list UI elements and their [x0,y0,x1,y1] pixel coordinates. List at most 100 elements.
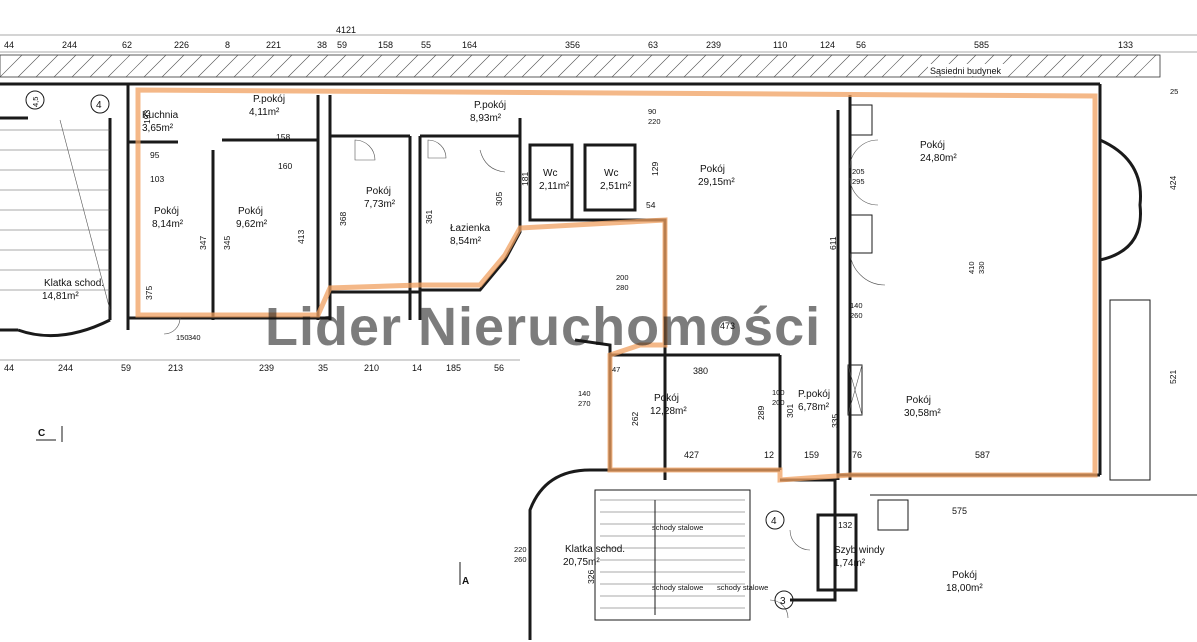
room-ppokoj-1-area: 4,11m² [249,107,280,118]
section-mark-a: A [462,576,469,587]
dim-label: 611 [828,236,838,250]
room-pokoj-6-name: Pokój [654,393,679,404]
room-ppokoj-2-area: 8,93m² [470,113,502,124]
dim-label: 289 [756,406,766,420]
dim-label: 193 [142,110,152,124]
dim-label: 164 [462,40,477,50]
dim-label: 413 [296,230,306,244]
room-lazienka-area: 8,54m² [450,236,482,247]
dim-label: 335 [830,414,840,428]
inner-dimensions: 193 103 95 375 347 345 413 160 158 368 3… [142,87,1178,584]
dim-label: 158 [378,40,393,50]
dim-label: 356 [565,40,580,50]
axis-markers: 4,5 4 4 3 C A [25,90,794,610]
room-ppokoj-3-area: 6,78m² [798,402,830,413]
dim-label: 124 [820,40,835,50]
dim-label: 226 [174,40,189,50]
dim-label: 262 [630,412,640,426]
dim-label: 8 [225,40,230,50]
dim-label: 47 [612,365,620,374]
walls [0,82,1197,640]
room-wc-1-area: 2,11m² [539,181,570,192]
dim-label: 129 [650,162,660,176]
dim-label: 220 [514,545,527,554]
stair-label: schody stalowe [717,583,768,592]
dim-label: 54 [646,200,656,210]
apartment-outline [135,87,1098,483]
dim-label: 210 [364,363,379,373]
dim-label: 59 [337,40,347,50]
stairwell-2-area: 20,75m² [563,557,600,568]
segment-dimensions: 380 473 575 427 12 159 76 587 [684,321,990,516]
neighbor-building-strip: Sąsiedni budynek [0,54,1161,78]
dim-label: 59 [121,363,131,373]
dim-label: 14 [412,363,422,373]
dim-label: 585 [974,40,989,50]
stair-label: schody stalowe [652,583,703,592]
room-wc-2-name: Wc [604,168,618,179]
room-pokoj-6-area: 12,28m² [650,406,687,417]
stair-treads-bottom [600,499,745,615]
room-kuchnia-area: 3,65m² [142,123,174,134]
dim-label: 76 [852,450,862,460]
dim-label: 587 [975,450,990,460]
room-kuchnia-name: Kuchnia [142,110,179,121]
stair-treads-left [0,119,111,311]
dim-label: 63 [648,40,658,50]
axis-mark-4-5: 4,5 [31,97,40,107]
stairwell-1-name: Klatka schod. [44,278,104,289]
dim-label: 220 [648,117,661,126]
room-wc-1-name: Wc [543,168,557,179]
row2-dimension-line: 44 244 59 213 239 35 210 14 185 56 [0,359,520,373]
dim-label: 361 [424,210,434,224]
room-pokoj-7-name: Pokój [906,395,931,406]
axis-mark-3: 3 [780,596,786,607]
room-pokoj-1-name: Pokój [154,206,179,217]
room-pokoj-4-area: 29,15m² [698,177,735,188]
dim-label: 368 [338,212,348,226]
dim-label: 473 [720,321,735,331]
room-pokoj-8-name: Pokój [952,570,977,581]
dim-label: 575 [952,506,967,516]
dim-label: 424 [1168,176,1178,190]
dim-label: 159 [804,450,819,460]
dim-label: 150 [176,333,189,342]
dim-label: 44 [4,363,14,373]
dim-label: 295 [852,177,865,186]
dim-label: 200 [772,398,785,407]
dim-label: 140 [850,301,863,310]
room-pokoj-7-area: 30,58m² [904,408,941,419]
dim-label: 305 [494,192,504,206]
top-dimension-lines: 4121 44 244 62 226 8 221 38 59 158 55 16… [0,25,1197,53]
dim-label: 380 [693,366,708,376]
dim-label: 410 [967,261,976,274]
room-pokoj-4-name: Pokój [700,164,725,175]
dim-label: 55 [421,40,431,50]
dim-label: 244 [62,40,77,50]
dim-label: 132 [838,520,852,530]
room-pokoj-3-name: Pokój [366,186,391,197]
dim-label: 521 [1168,370,1178,384]
dim-label: 345 [222,236,232,250]
stairwell-1-area: 14,81m² [42,291,79,302]
dim-label: 25 [1170,87,1178,96]
room-pokoj-5-name: Pokój [920,140,945,151]
dim-label: 90 [648,107,656,116]
dim-label: 12 [764,450,774,460]
dim-label: 347 [198,236,208,250]
dim-label: 103 [150,174,164,184]
dim-label: 56 [856,40,866,50]
dim-label: 301 [785,404,795,418]
stair-labels: schody stalowe schody stalowe schody sta… [652,523,768,592]
dim-label: 160 [278,161,292,171]
room-ppokoj-1-name: P.pokój [253,94,285,105]
dim-label: 213 [168,363,183,373]
axis-mark-4-bottom: 4 [771,516,777,527]
dim-label: 38 [317,40,327,50]
door-swings [163,104,886,619]
dim-label: 260 [850,311,863,320]
elevator-shaft-name: Szyb windy [834,545,885,556]
dim-label: 340 [188,333,201,342]
axis-mark-4-left: 4 [96,100,102,111]
